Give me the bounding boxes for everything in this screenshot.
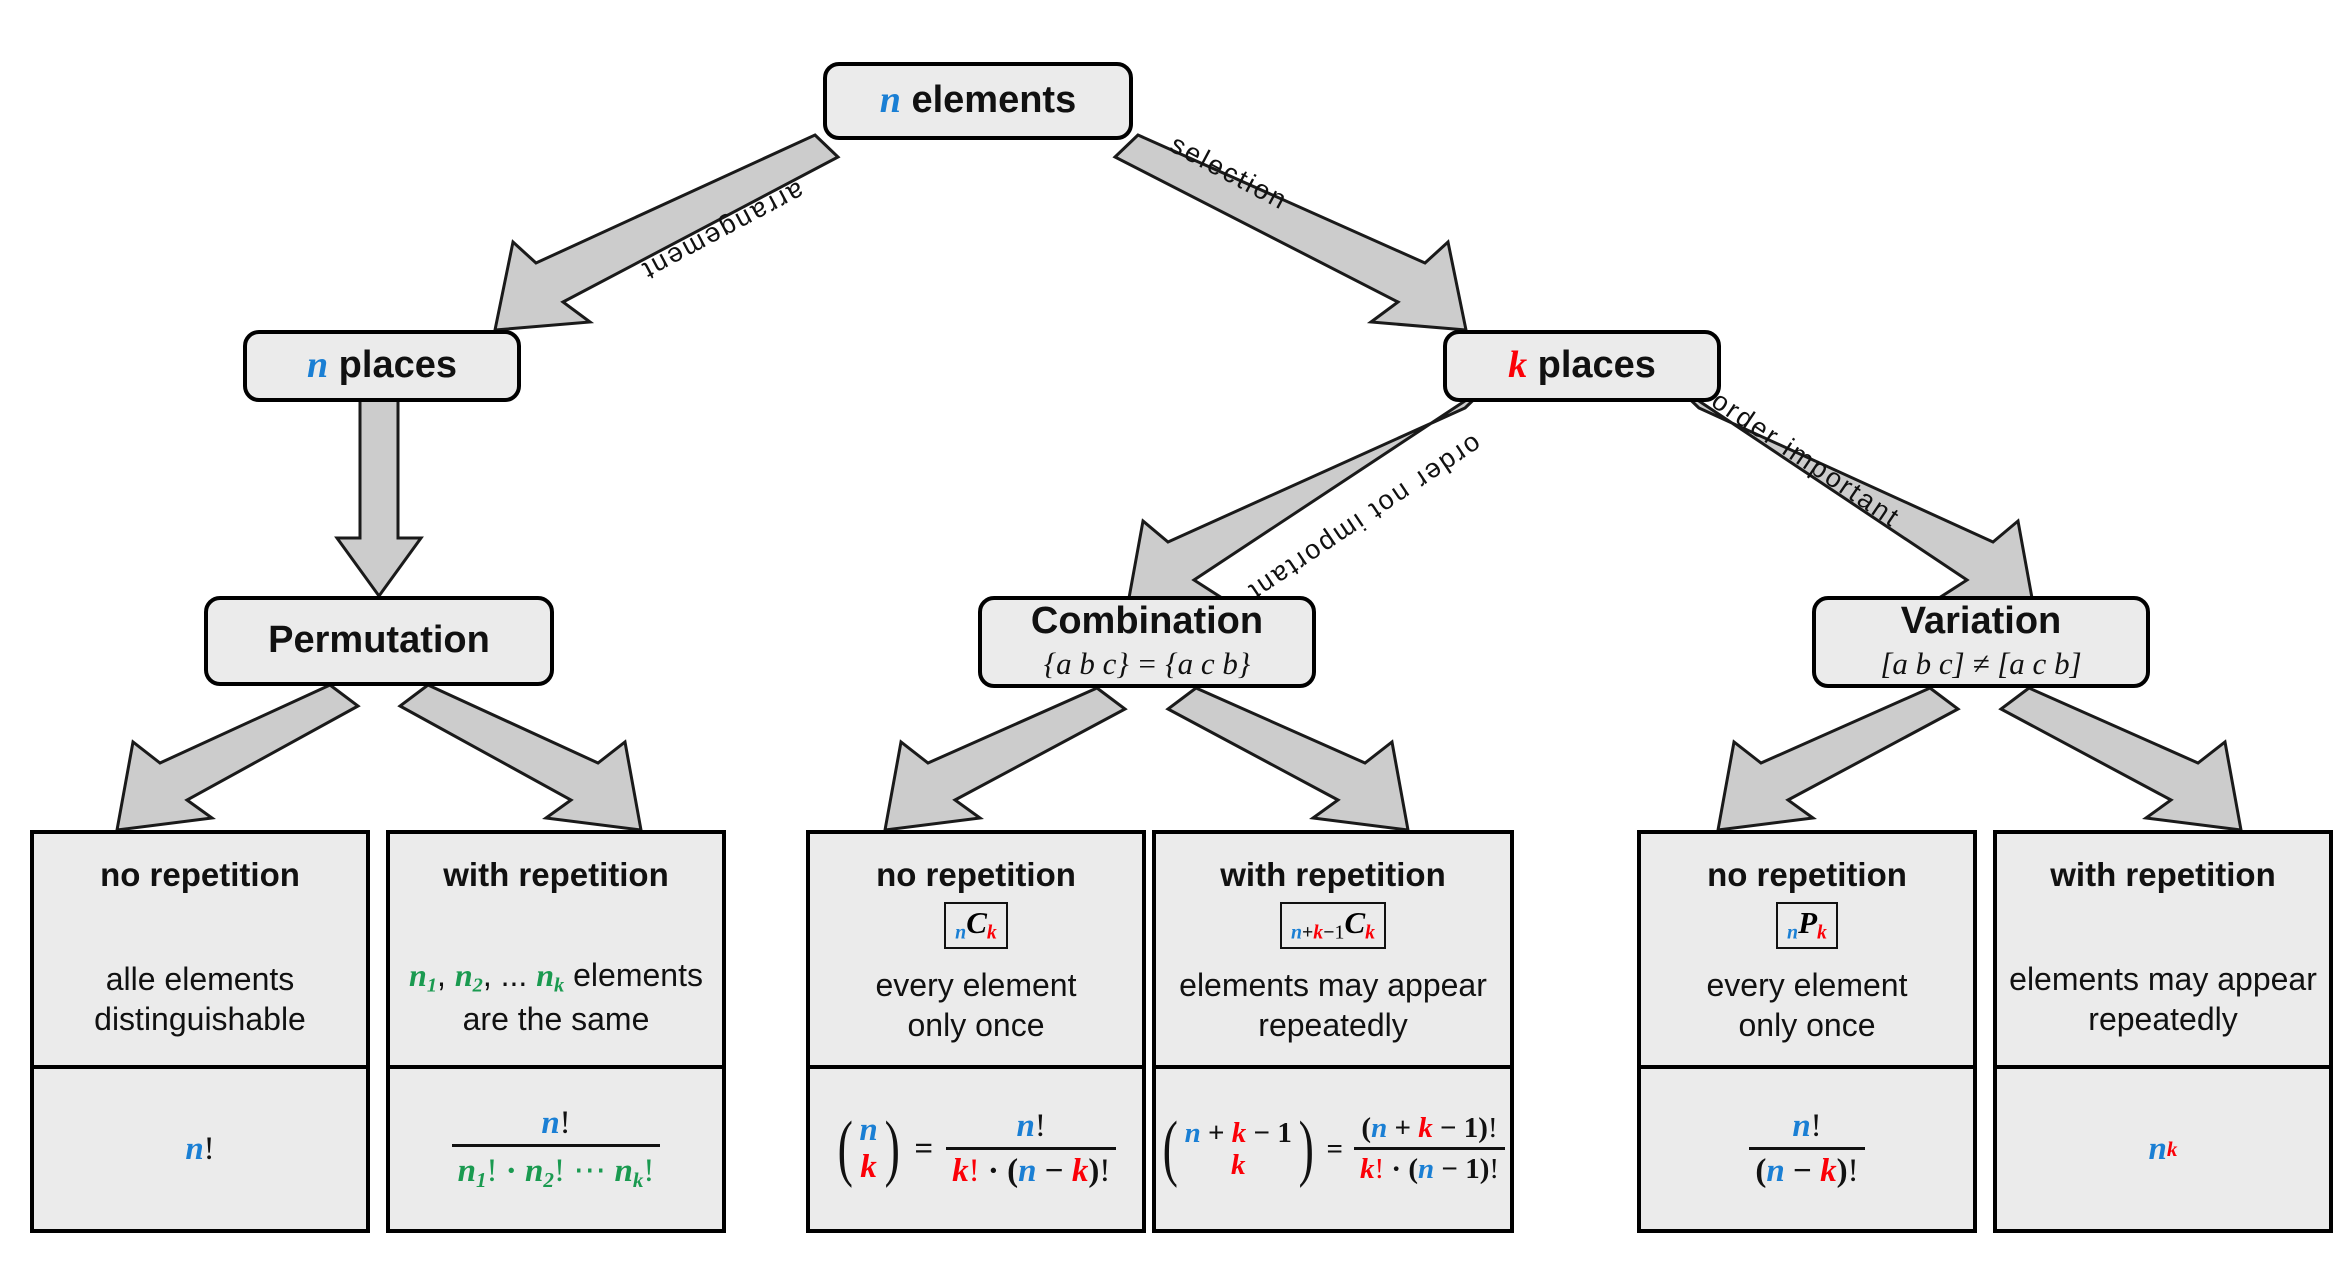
node-k-places-text: places: [1527, 344, 1656, 387]
arrow-var-no-rep: [1716, 686, 1961, 832]
leaf-top: no repetition nCk every element only onc…: [810, 834, 1142, 1069]
arrow-var-with-rep: [1998, 686, 2243, 832]
leaf-symbol-nk1Ck: n+k−1Ck: [1279, 902, 1387, 950]
node-k-places[interactable]: k places: [1443, 330, 1721, 402]
node-n-elements[interactable]: n elements: [823, 62, 1133, 140]
arrow-selection: [1112, 133, 1468, 332]
node-permutation-title: Permutation: [268, 619, 490, 662]
leaf-desc-line: every element: [1706, 967, 1908, 1003]
node-combination-title: Combination: [1030, 600, 1264, 643]
node-n-elements-text: elements: [900, 79, 1077, 122]
node-n-places-text: places: [328, 344, 457, 387]
leaf-variation-no-repetition[interactable]: no repetition nPk every element only onc…: [1637, 830, 1977, 1233]
leaf-formula: n! n1! · n2! ⋯ nk!: [390, 1069, 722, 1229]
leaf-top: with repetition n+k−1Ck elements may app…: [1156, 834, 1510, 1069]
leaf-desc-line: alle elements: [105, 961, 295, 997]
node-combination-subtitle: {a b c} = {a c b}: [1043, 645, 1251, 681]
leaf-combination-no-repetition[interactable]: no repetition nCk every element only onc…: [806, 830, 1146, 1233]
var-n: n: [306, 344, 329, 387]
leaf-permutation-with-repetition[interactable]: with repetition n1, n2, ... nk elements …: [386, 830, 726, 1233]
leaf-desc-line: only once: [907, 1007, 1045, 1043]
leaf-description: every element only once: [1641, 965, 1973, 1045]
leaf-header: no repetition: [876, 856, 1076, 893]
leaf-top: no repetition alle elements distinguisha…: [34, 834, 366, 1069]
leaf-top: no repetition nPk every element only onc…: [1641, 834, 1973, 1069]
node-n-places-label: n places: [306, 344, 457, 387]
node-permutation[interactable]: Permutation: [204, 596, 554, 686]
leaf-symbol-nPk: nPk: [1776, 902, 1838, 950]
node-combination[interactable]: Combination {a b c} = {a c b}: [978, 596, 1316, 688]
leaf-formula: ( n + k − 1 k ) = (n + k − 1)! k! · (n −…: [1156, 1069, 1510, 1229]
leaf-description: elements may appear repeatedly: [1156, 965, 1510, 1045]
node-n-elements-label: n elements: [879, 79, 1077, 122]
leaf-desc-line: only once: [1738, 1007, 1876, 1043]
arrow-places-permutation: [334, 398, 424, 599]
leaf-top: with repetition n1, n2, ... nk elements …: [390, 834, 722, 1069]
leaf-desc-line: elements may appear: [2009, 961, 2317, 997]
leaf-top: with repetition elements may appear repe…: [1997, 834, 2329, 1069]
formula-multiset-permutation: n! n1! · n2! ⋯ nk!: [451, 1105, 661, 1193]
leaf-header: no repetition: [1707, 856, 1907, 893]
leaf-header: with repetition: [443, 856, 669, 893]
edge-label-arrangement: arrangement: [635, 175, 810, 287]
edge-label-selection: selection: [1165, 128, 1294, 216]
leaf-description: every element only once: [810, 965, 1142, 1045]
node-k-places-label: k places: [1508, 344, 1656, 387]
leaf-combination-with-repetition[interactable]: with repetition n+k−1Ck elements may app…: [1152, 830, 1514, 1233]
edge-label-order-not-important: order not important: [1241, 429, 1488, 609]
formula-n-factorial: n!: [185, 1130, 215, 1167]
node-variation[interactable]: Variation [a b c] ≠ [a c b]: [1812, 596, 2150, 688]
edge-label-order-important: order important: [1706, 385, 1907, 534]
leaf-desc-line: repeatedly: [2088, 1001, 2238, 1037]
leaf-desc-line: n1, n2, ... nk elements: [409, 956, 703, 997]
leaf-description: elements may appear repeatedly: [1997, 959, 2329, 1039]
arrow-arrangement: [493, 133, 841, 332]
leaf-variation-with-repetition[interactable]: with repetition elements may appear repe…: [1993, 830, 2333, 1233]
arrow-comb-no-rep: [883, 686, 1128, 832]
arrow-perm-with-rep: [397, 683, 643, 832]
leaf-desc-line: elements may appear: [1179, 967, 1487, 1003]
node-n-places[interactable]: n places: [243, 330, 521, 402]
node-variation-title: Variation: [1900, 600, 2062, 643]
leaf-permutation-no-repetition[interactable]: no repetition alle elements distinguisha…: [30, 830, 370, 1233]
formula-multiset-combination: ( n + k − 1 k ) = (n + k − 1)! k! · (n −…: [1158, 1111, 1508, 1186]
leaf-formula: n! (n − k)!: [1641, 1069, 1973, 1229]
leaf-header: with repetition: [1220, 856, 1446, 893]
node-variation-subtitle: [a b c] ≠ [a c b]: [1880, 645, 2082, 681]
leaf-desc-line: repeatedly: [1258, 1007, 1408, 1043]
leaf-header: with repetition: [2050, 856, 2276, 893]
formula-partial-permutation: n! (n − k)!: [1749, 1108, 1865, 1190]
leaf-header: no repetition: [100, 856, 300, 893]
leaf-description: n1, n2, ... nk elements are the same: [390, 955, 722, 1039]
leaf-formula: n!: [34, 1069, 366, 1229]
var-k: k: [1508, 344, 1528, 387]
arrow-comb-with-rep: [1165, 686, 1410, 832]
leaf-symbol-nCk: nCk: [944, 902, 1008, 950]
arrow-order-not-important: [1125, 383, 1491, 611]
leaf-desc-line: every element: [875, 967, 1077, 1003]
leaf-desc-line: are the same: [462, 1001, 650, 1037]
leaf-desc-line: distinguishable: [94, 1001, 306, 1037]
var-n: n: [879, 79, 901, 122]
leaf-description: alle elements distinguishable: [34, 959, 366, 1039]
arrow-perm-no-rep: [115, 683, 361, 832]
